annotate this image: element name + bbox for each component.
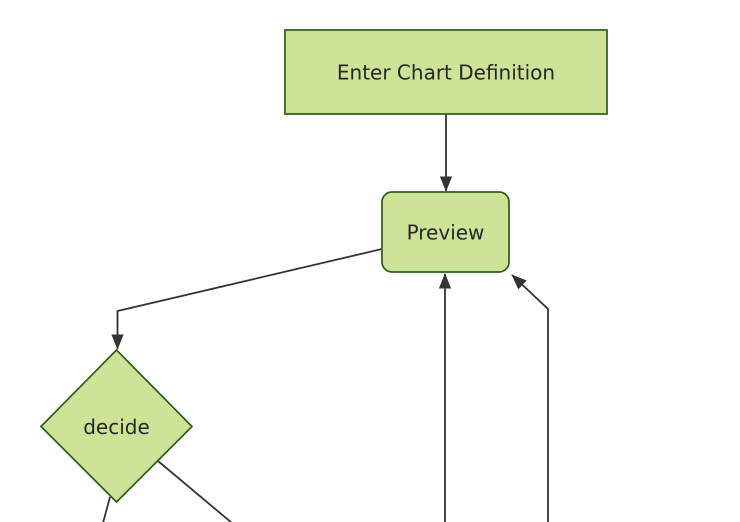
edge-preview-to-decide [111,248,383,350]
node-preview: Preview [381,191,510,273]
node-decide: decide [39,348,194,504]
decide-node-shape [39,348,194,504]
preview-node-shape [381,191,510,273]
edge-decide-to-offscreen-2 [157,460,233,522]
enter-chart-definition-node-shape [284,29,608,115]
decide-node-label: decide [83,415,150,439]
node-enter-chart-definition: Enter Chart Definition [284,29,608,115]
edge-layer [102,114,549,522]
edge-bottom-right-to-preview [511,274,549,522]
preview-node-label: Preview [407,221,485,245]
edge-decide-to-offscreen-1 [102,496,111,522]
enter-chart-definition-node-label: Enter Chart Definition [337,61,555,85]
